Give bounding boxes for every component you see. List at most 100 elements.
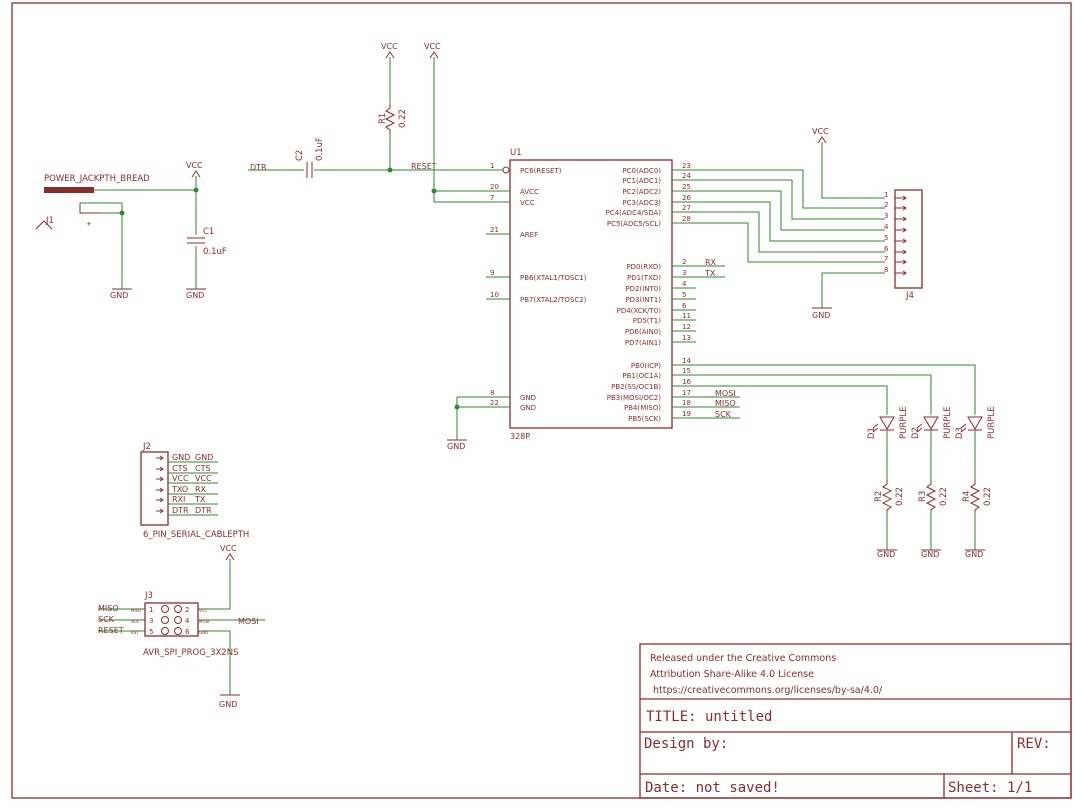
- u1-pin-name: PC6(RESET): [520, 167, 562, 175]
- j3-pin-pad: [174, 627, 182, 635]
- led-name: D2: [911, 427, 921, 439]
- u1-pin-number: 18: [682, 399, 691, 407]
- vcc-symbol: VCC: [186, 161, 203, 178]
- u1-pin-number: 14: [682, 357, 691, 365]
- net-label-mosi: MOSI: [715, 389, 736, 398]
- wire-j3: [98, 559, 265, 695]
- mcu-u1[interactable]: U1 328P 1PC6(RESET)20AVCC7VCC21AREF9PB6(…: [486, 148, 696, 441]
- r1-name: R1: [378, 113, 388, 124]
- r1-value: 0.22: [398, 109, 408, 128]
- j2-pin-net: GND: [195, 453, 213, 462]
- license-line-3: https://creativecommons.org/licenses/by-…: [650, 685, 883, 696]
- u1-pin-name: PC5(ADC5/SCL): [607, 220, 661, 228]
- c2-value: 0.1uF: [315, 137, 325, 161]
- rev-field: REV:: [1017, 736, 1051, 752]
- power-jack-j1[interactable]: POWER_JACKPTH_BREAD J1 +: [35, 174, 150, 230]
- u1-pin-number: 4: [682, 280, 687, 288]
- gnd-symbol: GND: [186, 288, 206, 300]
- gnd-label: GND: [219, 700, 237, 709]
- u1-pin-number: 16: [682, 378, 691, 386]
- power-jack-name: J1: [45, 216, 54, 226]
- gnd-symbol: GND: [965, 549, 985, 559]
- led-triangle: [967, 416, 983, 430]
- j3-pin-tag: RST: [131, 630, 139, 635]
- u1-pin-number: 9: [490, 269, 494, 277]
- wire-u1-gnd: [456, 396, 502, 440]
- j4-pin-contact: [902, 205, 907, 211]
- gnd-label: GND: [186, 291, 204, 300]
- u1-pin-number: 19: [682, 410, 691, 418]
- net-label-dtr: DTR: [250, 163, 267, 172]
- gnd-symbol: GND: [447, 439, 467, 451]
- u1-pin-name: PD4(XCK/T0): [617, 307, 662, 315]
- net-label-sck: SCK: [715, 410, 732, 419]
- capacitor-c2[interactable]: C2 0.1uF: [295, 137, 325, 178]
- j3-pin-pad: [161, 616, 169, 624]
- j2-name: J2: [142, 442, 151, 452]
- j3-pin-pad: [161, 627, 169, 635]
- u1-pin-number: 15: [682, 367, 691, 375]
- j3-value: AVR_SPI_PROG_3X2NS: [143, 648, 238, 658]
- gnd-symbol: GND: [921, 549, 941, 559]
- led-arrows: [916, 423, 923, 433]
- resistor-value: 0.22: [895, 487, 905, 506]
- resistor-zigzag: [881, 480, 893, 512]
- license-line-2: Attribution Share-Alike 4.0 License: [650, 669, 814, 680]
- vcc-symbol: VCC: [424, 42, 441, 59]
- j3-name: J3: [144, 591, 153, 601]
- j3-pin-number: 2: [185, 606, 189, 614]
- j2-pin-name: VCC: [172, 474, 189, 483]
- j4-pin-contact: [902, 249, 907, 255]
- resistor-r1[interactable]: R1 0.22: [378, 104, 408, 134]
- u1-pin-name: PB4(MISO): [624, 404, 661, 412]
- j3-pin-tag: GND: [199, 630, 208, 635]
- u1-body: [509, 159, 673, 429]
- j2-pin-name: RXI: [172, 495, 185, 504]
- j2-value: 6_PIN_SERIAL_CABLEPTH: [143, 530, 249, 540]
- u1-pin-number: 7: [490, 194, 494, 202]
- c2-name: C2: [295, 150, 305, 161]
- u1-pin-name: PB0(ICP): [631, 362, 661, 370]
- net-label-reset: RESET: [411, 162, 437, 171]
- j4-pin-contact: [902, 270, 907, 276]
- j4-pin-number: 4: [884, 223, 889, 231]
- gnd-label: GND: [877, 550, 895, 559]
- resistor-name: R3: [918, 491, 928, 502]
- junction: [119, 210, 125, 216]
- vcc-label: VCC: [812, 127, 829, 136]
- gnd-label: GND: [447, 442, 465, 451]
- title-block: Released under the Creative Commons Attr…: [639, 643, 1072, 799]
- j4-pin-number: 8: [884, 266, 888, 274]
- vcc-symbol: VCC: [220, 544, 237, 561]
- led-name: D3: [955, 427, 965, 439]
- j4-body: [894, 189, 923, 289]
- j3-pin-tag: MISO: [131, 608, 141, 613]
- u1-pin-number: 6: [682, 302, 687, 310]
- u1-name: U1: [510, 148, 522, 158]
- j2-pin-name: GND: [172, 453, 190, 462]
- j4-name: J4: [905, 291, 914, 301]
- sheet-field: Sheet: 1/1: [948, 780, 1032, 796]
- u1-pin-name: VCC: [520, 199, 535, 207]
- net-label-miso-j3: MISO: [98, 604, 119, 613]
- gnd-label: GND: [812, 311, 830, 320]
- capacitor-c1[interactable]: C1 0.1uF: [187, 227, 227, 257]
- j4-pin-contact: [902, 259, 907, 265]
- wire-jack-vcc: [94, 176, 197, 235]
- u1-pin-name: PD1(TXD): [627, 274, 661, 282]
- wire-jack-gnd: [80, 202, 123, 289]
- u1-pin-name: PC2(ADC2): [622, 188, 661, 196]
- r1-zigzag: [384, 104, 396, 134]
- j4-pin-contact: [902, 216, 907, 222]
